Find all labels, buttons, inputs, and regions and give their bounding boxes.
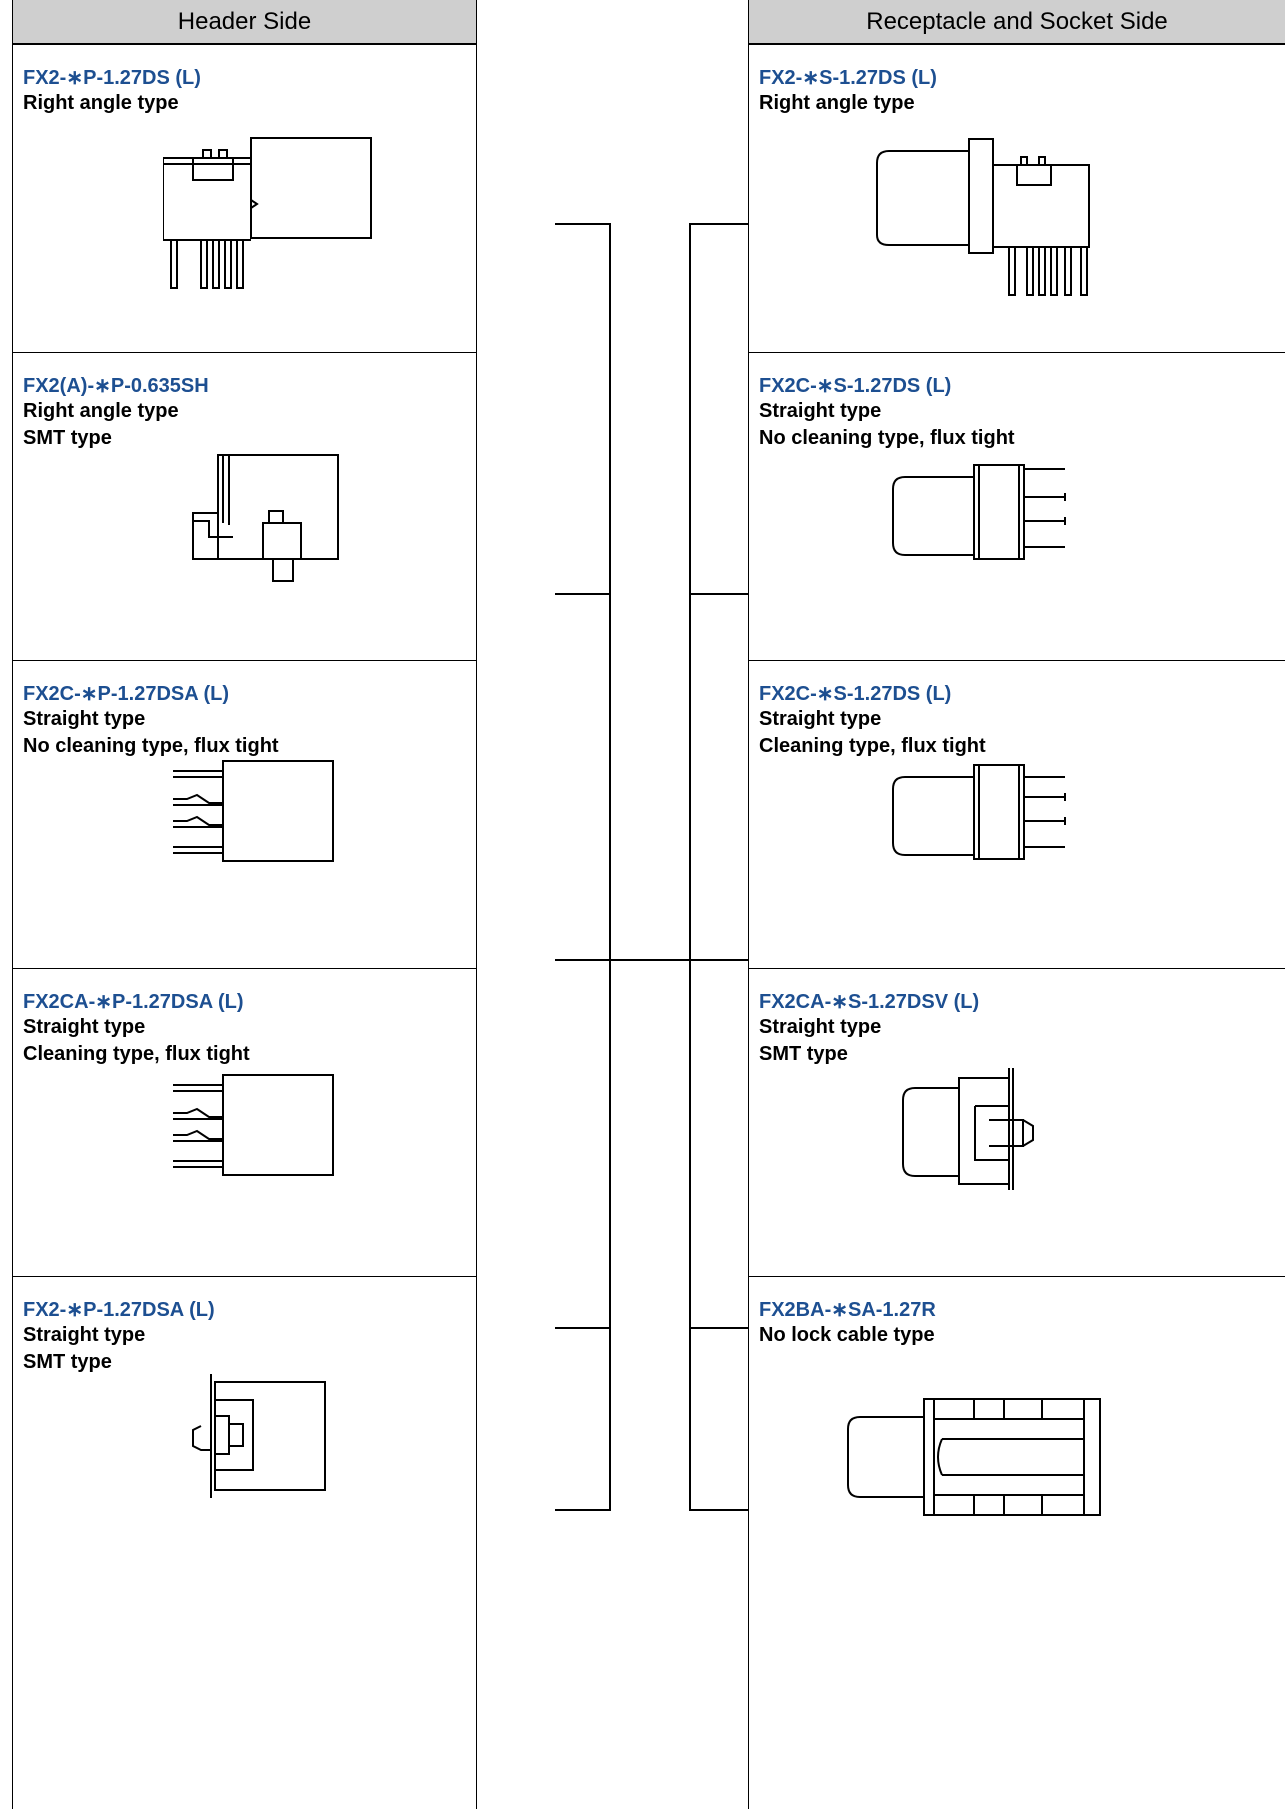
- right-cell-5: FX2BA-∗SA-1.27R No lock cable type: [749, 1276, 1285, 1809]
- header-side-column: Header Side FX2-∗P-1.27DS (L) Right angl…: [12, 0, 477, 1809]
- right-cell-1: FX2-∗S-1.27DS (L) Right angle type: [749, 44, 1285, 396]
- part-description: No cleaning type, flux tight: [23, 735, 279, 757]
- part-description: Right angle type: [23, 92, 179, 114]
- straight-header-drawing: [173, 759, 383, 869]
- right-cell-4: FX2CA-∗S-1.27DSV (L) Straight type SMT t…: [749, 968, 1285, 1320]
- part-description: Straight type: [759, 400, 882, 422]
- right-cell-3: FX2C-∗S-1.27DS (L) Straight type Cleanin…: [749, 660, 1285, 1012]
- part-description: SMT type: [23, 427, 112, 449]
- part-number: FX2-∗P-1.27DSA (L): [23, 1299, 215, 1321]
- straight-smt-header-drawing: [183, 1372, 333, 1502]
- right-angle-header-drawing: [163, 130, 403, 300]
- left-cell-2: FX2(A)-∗P-0.635SH Right angle type SMT t…: [13, 352, 476, 704]
- receptacle-side-title: Receptacle and Socket Side: [749, 0, 1285, 44]
- part-description: Right angle type: [23, 400, 179, 422]
- part-number: FX2C-∗S-1.27DS (L): [759, 375, 952, 397]
- part-number: FX2CA-∗P-1.27DSA (L): [23, 991, 244, 1013]
- left-cell-1: FX2-∗P-1.27DS (L) Right angle type: [13, 44, 476, 396]
- part-description: Straight type: [23, 1016, 146, 1038]
- right-angle-smt-header-drawing: [173, 453, 353, 593]
- straight-smt-receptacle-drawing: [899, 1064, 1059, 1194]
- part-number: FX2-∗S-1.27DS (L): [759, 67, 937, 89]
- part-description: Straight type: [23, 708, 146, 730]
- part-description: SMT type: [23, 1351, 112, 1373]
- part-number: FX2CA-∗S-1.27DSV (L): [759, 991, 980, 1013]
- part-number: FX2BA-∗SA-1.27R: [759, 1299, 936, 1321]
- part-description: No lock cable type: [759, 1324, 935, 1346]
- left-cell-3: FX2C-∗P-1.27DSA (L) Straight type No cle…: [13, 660, 476, 1012]
- left-cell-4: FX2CA-∗P-1.27DSA (L) Straight type Clean…: [13, 968, 476, 1320]
- right-cell-2: FX2C-∗S-1.27DS (L) Straight type No clea…: [749, 352, 1285, 704]
- straight-receptacle-drawing: [889, 763, 1069, 863]
- part-description: Right angle type: [759, 92, 915, 114]
- part-number: FX2C-∗P-1.27DSA (L): [23, 683, 230, 705]
- part-number: FX2(A)-∗P-0.635SH: [23, 375, 209, 397]
- part-description: Straight type: [759, 1016, 882, 1038]
- header-side-title: Header Side: [13, 0, 476, 44]
- straight-header-drawing: [173, 1073, 383, 1183]
- part-description: Cleaning type, flux tight: [759, 735, 986, 757]
- part-description: Straight type: [23, 1324, 146, 1346]
- part-number: FX2C-∗S-1.27DS (L): [759, 683, 952, 705]
- part-description: Cleaning type, flux tight: [23, 1043, 250, 1065]
- part-description: Straight type: [759, 708, 882, 730]
- left-cell-5: FX2-∗P-1.27DSA (L) Straight type SMT typ…: [13, 1276, 476, 1809]
- right-angle-receptacle-drawing: [869, 137, 1109, 317]
- receptacle-side-column: Receptacle and Socket Side FX2-∗S-1.27DS…: [748, 0, 1285, 1809]
- part-description: No cleaning type, flux tight: [759, 427, 1015, 449]
- part-description: SMT type: [759, 1043, 848, 1065]
- part-number: FX2-∗P-1.27DS (L): [23, 67, 201, 89]
- straight-receptacle-drawing: [889, 463, 1069, 563]
- cable-socket-drawing: [844, 1397, 1114, 1517]
